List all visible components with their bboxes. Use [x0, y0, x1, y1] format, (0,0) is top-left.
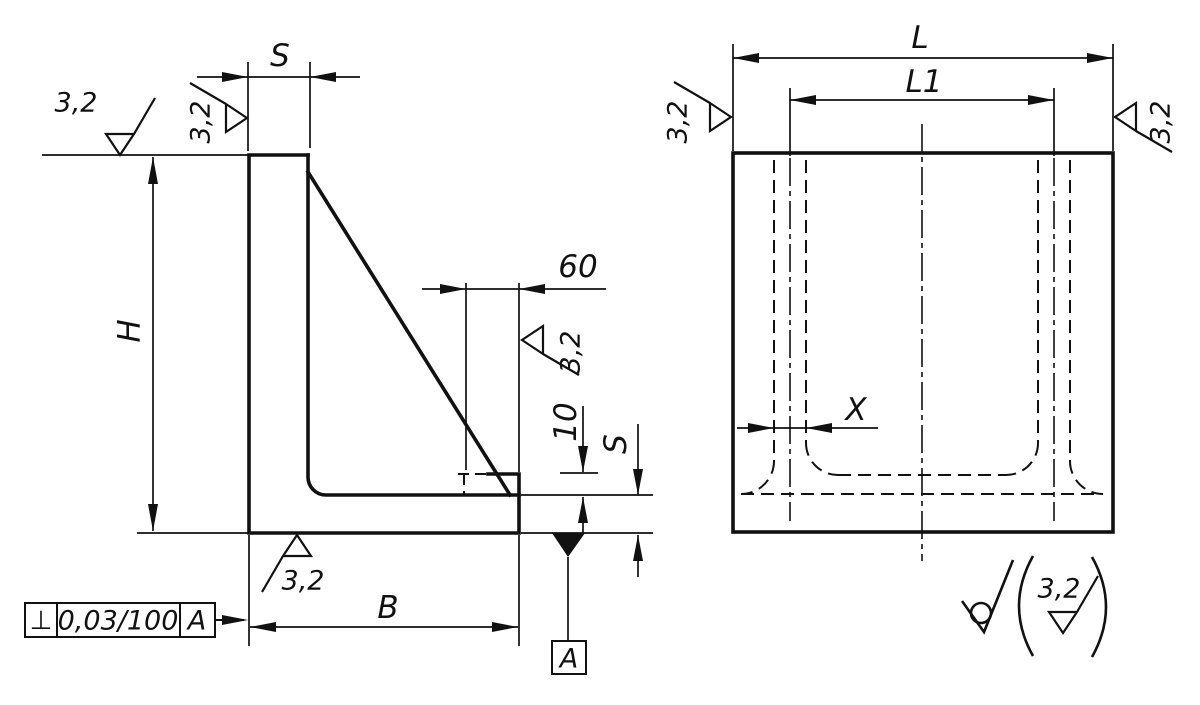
open-parenthesis [1017, 555, 1035, 657]
surface-mark-step-face: 3,2 [520, 324, 587, 377]
surface-mark-bottom-value: 3,2 [282, 566, 325, 597]
surface-mark-top: 3,2 [55, 88, 157, 157]
dim-base-width: B [250, 590, 518, 632]
surface-mark-bottom: 3,2 [260, 533, 325, 597]
bracket-outline [247, 153, 521, 535]
dim-step-height-label: 10 [548, 402, 584, 441]
surface-mark-wall-left-value: 3,2 [186, 101, 217, 144]
dim-height: H [112, 157, 158, 531]
perpendicularity-symbol: ⊥ [30, 606, 53, 636]
dim-height-label: H [112, 319, 148, 342]
gusset-diagonal-edge [305, 169, 513, 498]
dim-flange-thickness-label: S [598, 434, 634, 454]
hidden-step-edges [458, 473, 488, 494]
feature-control-frame: ⊥ 0,03/100 A [24, 602, 248, 638]
datum-label: A [558, 644, 578, 675]
datum-triangle [552, 533, 585, 557]
dim-step-length-label: 60 [558, 249, 597, 285]
dim-width-label: L [911, 20, 928, 56]
fcf-datum-reference: A [186, 606, 206, 637]
surface-mark-right: 3,2 [1113, 101, 1177, 154]
dim-flange-thickness: S [598, 424, 643, 577]
surface-mark-left-value: 3,2 [663, 101, 694, 144]
datum-feature-symbol: A [551, 533, 587, 675]
general-note-value: 3,2 [1038, 574, 1081, 605]
hidden-hole-edges [740, 160, 1104, 495]
left-view: H S 60 10 S B [24, 38, 653, 675]
extension-lines [42, 62, 653, 646]
dim-hole-width-label: X [843, 392, 867, 428]
any-process-circle [969, 601, 993, 625]
plate-outline [731, 151, 1115, 534]
leader-arrowhead [222, 615, 248, 625]
surface-mark-right-value: 3,2 [1146, 101, 1177, 144]
dim-hole-spacing: L1 [790, 64, 1054, 105]
surface-mark-wall-left: 3,2 [186, 81, 249, 144]
hole-centerlines [789, 158, 1055, 521]
surface-mark-left: 3,2 [663, 80, 733, 144]
dim-base-width-label: B [377, 590, 398, 626]
right-view: L L1 X 3,2 3,2 [663, 20, 1177, 658]
dim-step-length: 60 [422, 249, 606, 294]
dim-wall-thickness-label: S [270, 38, 290, 74]
surface-mark-step-face-value: 3,2 [556, 331, 587, 374]
dim-hole-spacing-label: L1 [906, 64, 943, 100]
close-parenthesis [1090, 556, 1108, 658]
bracket-inner-profile [306, 153, 521, 497]
general-surface-note: 3,2 [960, 555, 1108, 658]
dim-wall-thickness: S [197, 38, 360, 82]
dim-width: L [733, 20, 1113, 63]
dim-hole-width: X [737, 392, 878, 433]
surface-mark-top-value: 3,2 [55, 88, 98, 119]
extension-lines [732, 44, 1114, 156]
dim-step-height: 10 [548, 402, 588, 534]
fcf-tolerance-value: 0,03/100 [58, 606, 179, 637]
basic-surface-symbol [960, 559, 1015, 635]
